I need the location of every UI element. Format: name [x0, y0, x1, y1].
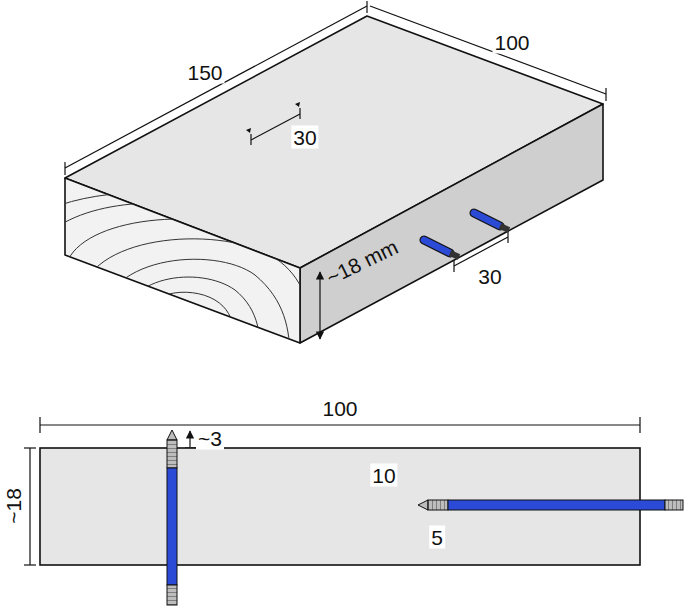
dimension-label: 10 [370, 464, 397, 487]
dimension-label: ~18 [2, 486, 25, 526]
section-screws [167, 430, 683, 605]
dimension-label: ~18 mm [321, 234, 403, 290]
dimension-label: 30 [476, 265, 503, 288]
dimension-label: 100 [320, 397, 359, 420]
section-dimensions [24, 417, 640, 565]
dimension-label: 30 [291, 126, 318, 149]
wood-grain [60, 192, 320, 360]
dimension-label: 100 [492, 31, 531, 54]
dimension-label: ~3 [196, 427, 224, 450]
dimension-lines [65, 1, 606, 339]
dimension-label: 5 [429, 526, 445, 549]
dimension-label: 150 [185, 61, 224, 84]
wood-board [65, 16, 603, 343]
screw-ends [424, 213, 509, 257]
